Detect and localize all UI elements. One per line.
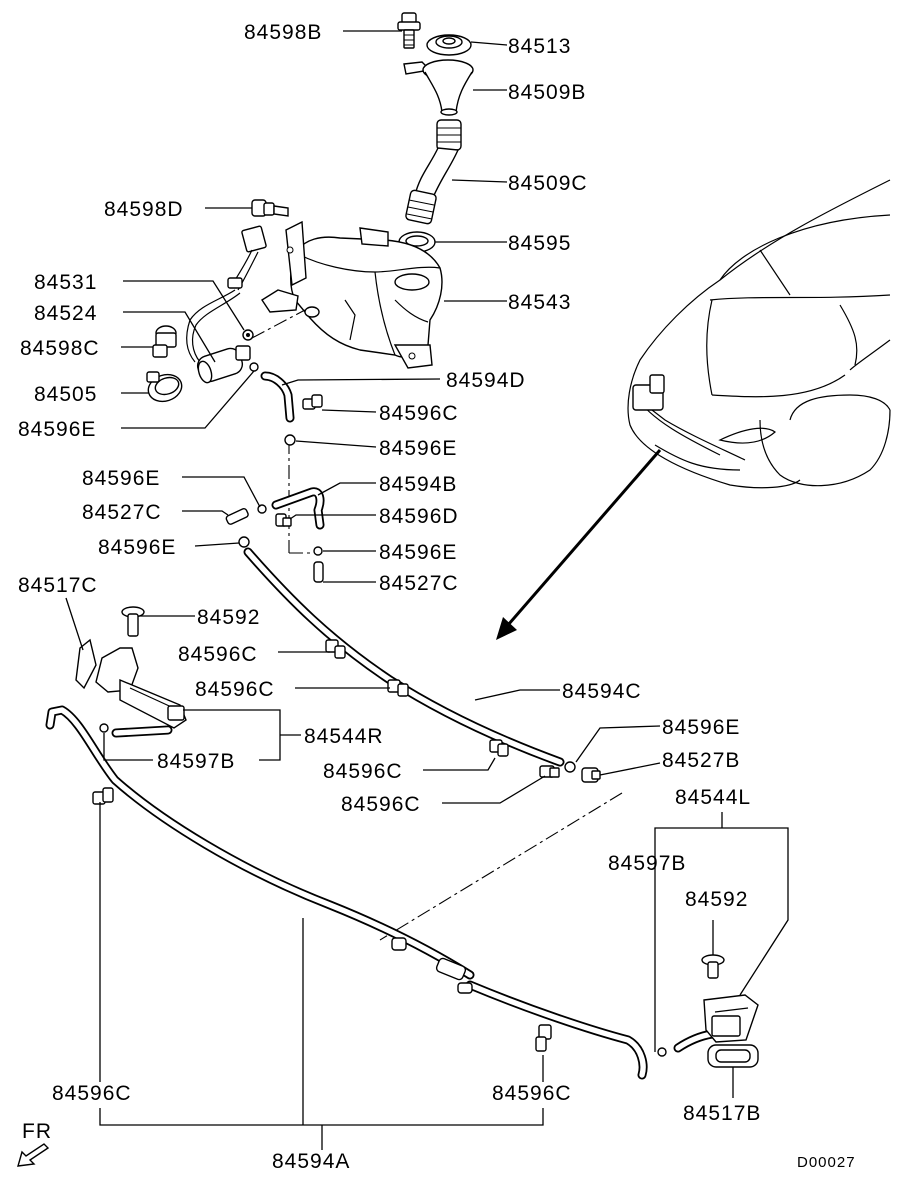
label-84509b: 84509B [508,81,586,104]
label-84598b: 84598B [244,21,322,44]
label-84597b-1: 84597B [157,750,235,773]
clip-84596c-b [387,679,409,697]
label-84596c-4: 84596C [323,760,403,783]
hose-84597b-left [111,725,173,738]
label-84517b: 84517B [683,1102,761,1125]
label-84596e-4: 84596E [98,536,176,559]
level-sensor-84598d [227,199,289,291]
clamp-84596e-pump [249,362,259,372]
label-84598c: 84598C [20,337,100,360]
label-84527b: 84527B [662,749,740,772]
label-84595: 84595 [508,232,571,255]
label-84598d: 84598D [104,198,184,221]
label-84524: 84524 [34,302,97,325]
label-84505: 84505 [34,383,97,406]
clamp-84596e-lower [313,546,323,556]
washer-tank-84543 [261,220,443,369]
label-84517c: 84517C [18,574,98,597]
label-84594c: 84594C [562,680,642,703]
label-84527c-2: 84527C [379,572,459,595]
label-84596c-7: 84596C [492,1082,572,1105]
hose-84594a [45,705,648,1080]
clamp-84597b-right [657,1047,667,1057]
connector-84527c-lower [313,561,324,583]
grommet-84598c [152,325,177,358]
label-84543: 84543 [508,291,571,314]
clip-84596c-d [539,765,560,778]
label-84596c-2: 84596C [178,643,258,666]
front-direction-label: FR [22,1120,52,1143]
label-84544r: 84544R [304,725,384,748]
car-outline [627,179,891,489]
hose-84597b-right [673,1029,717,1053]
label-84596c-3: 84596C [195,678,275,701]
nozzle-84544r [95,647,187,729]
filler-neck-84509b [403,59,474,116]
part-labels: 84598B 84513 84509B 84509C 84598D 84595 … [18,21,761,1173]
filler-hose-84509c [405,119,462,225]
clamp-84596e-right [564,761,576,773]
label-84592-1: 84592 [197,606,260,629]
label-84596d: 84596D [379,505,459,528]
label-84597b-2: 84597B [608,852,686,875]
front-direction-arrow-icon: FR [17,1120,52,1167]
label-84596c-1: 84596C [379,402,459,425]
label-84596c-5: 84596C [341,793,421,816]
leader-lines [65,30,789,1150]
bolt-84592-left [121,606,145,637]
label-84594d: 84594D [446,369,526,392]
diagram-code: D00027 [797,1154,856,1171]
label-84594b: 84594B [379,473,457,496]
bolt-84592-right [701,954,725,979]
label-84596e-1: 84596E [18,418,96,441]
label-84594a: 84594A [272,1150,350,1173]
label-84509c: 84509C [508,172,588,195]
label-84596e-3: 84596E [82,467,160,490]
connector-84527b [581,767,601,783]
nozzle-84544l [703,994,759,1043]
nozzle-cover-84517c [75,638,97,690]
label-84592-2: 84592 [685,888,748,911]
clip-84596c-c [489,739,509,757]
label-84596e-2: 84596E [379,437,457,460]
label-84544l: 84544L [675,786,751,809]
clip-84596d [275,513,292,527]
label-84596e-5: 84596E [379,541,457,564]
label-84531: 84531 [34,271,97,294]
label-84596e-6: 84596E [662,716,740,739]
clamp-84597b-left [99,723,109,733]
nozzle-cover-84517b [707,1044,759,1068]
label-84513: 84513 [508,35,571,58]
hose-84594d [260,371,295,423]
tank-cap-84513 [426,34,472,56]
bolt-84598b [397,12,421,49]
clip-84596c-right-bottom [535,1024,552,1052]
pump-strap-84505 [146,371,183,403]
hose-joint-84594a [391,937,473,994]
clip-84596c-left-bottom [92,787,114,805]
location-arrow [496,449,662,640]
clamp-84596e-upper [284,434,296,446]
clip-84596c-upper [302,394,323,410]
washer-pump-84524 [186,289,254,384]
clip-84596c-a [325,639,346,659]
hose-84594b [271,487,325,530]
clamp-84596e-left [238,536,250,548]
connector-84527c-upper [225,508,249,525]
label-84527c-1: 84527C [82,501,162,524]
label-84596c-6: 84596C [52,1082,132,1105]
